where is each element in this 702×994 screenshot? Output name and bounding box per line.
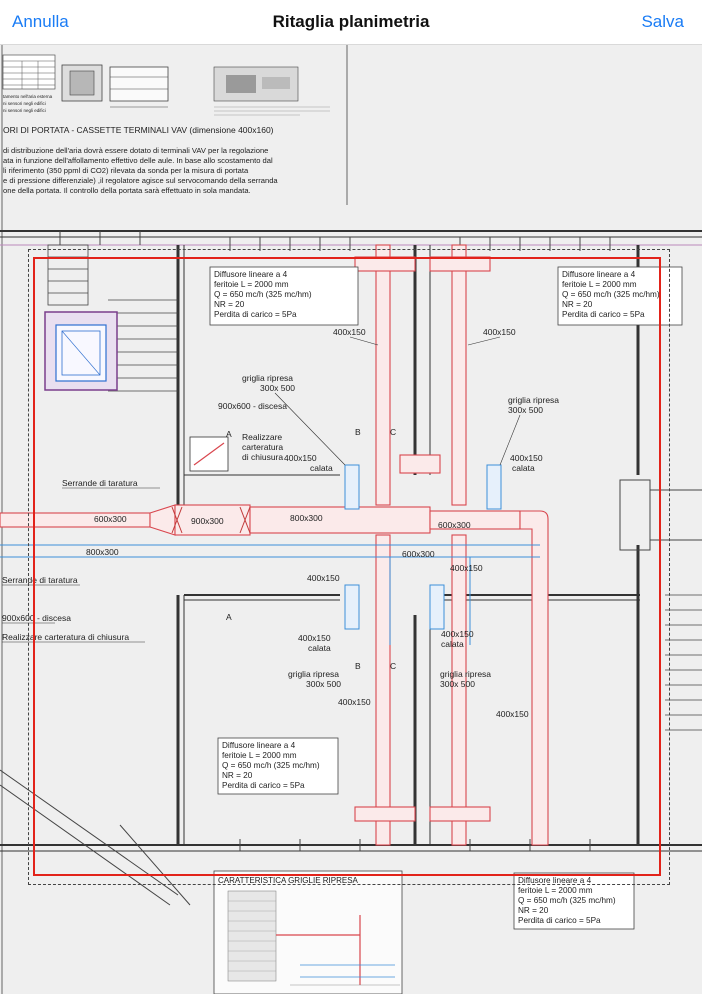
svg-text:400x150: 400x150	[483, 327, 516, 337]
svg-text:Q = 650 mc/h (325 mc/hm): Q = 650 mc/h (325 mc/hm)	[518, 896, 616, 905]
return-ducts	[0, 464, 540, 645]
svg-text:NR = 20: NR = 20	[518, 906, 549, 915]
navigation-bar: Annulla Ritaglia planimetria Salva	[0, 0, 702, 45]
svg-text:400x150: 400x150	[338, 697, 371, 707]
svg-text:Diffusore lineare a 4: Diffusore lineare a 4	[518, 876, 592, 885]
diffuser-note-box-4: Diffusore lineare a 4 feritoie L = 2000 …	[513, 872, 635, 930]
page-title: Ritaglia planimetria	[272, 12, 430, 31]
svg-text:Perdita di carico = 5Pa: Perdita di carico = 5Pa	[518, 916, 601, 925]
svg-text:feritoie L = 2000 mm: feritoie L = 2000 mm	[518, 886, 593, 895]
svg-text:carteratura: carteratura	[242, 442, 283, 452]
svg-text:Realizzare carteratura di chiu: Realizzare carteratura di chiusura	[2, 632, 129, 642]
svg-text:Q = 650 mc/h (325 mc/hm): Q = 650 mc/h (325 mc/hm)	[214, 290, 312, 299]
svg-text:feritoie L = 2000 mm: feritoie L = 2000 mm	[214, 280, 289, 289]
header-section-title: ORI DI PORTATA - CASSETTE TERMINALI VAV …	[3, 125, 274, 135]
floor-plan-drawing: tamento nell'aria esterna ni sensori neg…	[0, 45, 702, 994]
svg-text:400x150: 400x150	[333, 327, 366, 337]
svg-text:NR = 20: NR = 20	[214, 300, 245, 309]
svg-text:300x 500: 300x 500	[508, 405, 543, 415]
leader-lines	[2, 336, 521, 643]
header-line-1: di distribuzione dell'aria dovrà essere …	[3, 146, 268, 155]
svg-text:400x150: 400x150	[298, 633, 331, 643]
header-line-3: li riferimento (350 ppml di CO2) rilevat…	[3, 166, 249, 175]
header-small-note-3: ni sensori negli edifici	[3, 108, 46, 113]
building-walls	[0, 230, 702, 852]
header-small-note-1: tamento nell'aria esterna	[3, 94, 53, 99]
svg-text:A: A	[226, 429, 232, 439]
elevator-shaft	[44, 311, 118, 391]
vav-box-figure	[61, 64, 330, 116]
right-door	[619, 479, 702, 551]
svg-text:A: A	[226, 612, 232, 622]
duct-labels: 400x150 400x150 400x150 calata 400x150 c…	[2, 327, 559, 719]
svg-text:feritoie L = 2000 mm: feritoie L = 2000 mm	[562, 280, 637, 289]
svg-text:300x 500: 300x 500	[440, 679, 475, 689]
svg-text:600x300: 600x300	[94, 514, 127, 524]
svg-text:400x150: 400x150	[496, 709, 529, 719]
svg-text:NR = 20: NR = 20	[222, 771, 253, 780]
svg-text:900x300: 900x300	[191, 516, 224, 526]
dampers	[171, 506, 251, 534]
grilles-characteristic-box: CARATTERISTICA GRIGLIE RIPRESA	[213, 870, 403, 994]
svg-text:900x600 - discesa: 900x600 - discesa	[218, 401, 287, 411]
svg-text:300x 500: 300x 500	[260, 383, 295, 393]
header-line-2: ata in funzione dell'affollamento effett…	[3, 156, 273, 165]
svg-text:Perdita di carico = 5Pa: Perdita di carico = 5Pa	[562, 310, 645, 319]
diffuser-note-box-2: Diffusore lineare a 4 feritoie L = 2000 …	[557, 266, 683, 326]
floor-plan-canvas[interactable]: tamento nell'aria esterna ni sensori neg…	[0, 45, 702, 994]
svg-text:feritoie L = 2000 mm: feritoie L = 2000 mm	[222, 751, 297, 760]
svg-text:Serrande di taratura: Serrande di taratura	[2, 575, 78, 585]
supply-ducts	[0, 244, 549, 846]
header-small-note-2: ni sensori negli edifici	[3, 101, 46, 106]
svg-text:900x600 - discesa: 900x600 - discesa	[2, 613, 71, 623]
diffuser-note-box-1: Diffusore lineare a 4 feritoie L = 2000 …	[209, 266, 359, 326]
svg-text:600x300: 600x300	[438, 520, 471, 530]
svg-text:600x300: 600x300	[402, 549, 435, 559]
svg-text:400x150: 400x150	[510, 453, 543, 463]
svg-text:400x150: 400x150	[284, 453, 317, 463]
svg-text:Q = 650 mc/h (325 mc/hm): Q = 650 mc/h (325 mc/hm)	[222, 761, 320, 770]
cancel-button[interactable]: Annulla	[12, 12, 69, 31]
svg-text:300x 500: 300x 500	[306, 679, 341, 689]
svg-text:griglia ripresa: griglia ripresa	[288, 669, 339, 679]
window-marks	[59, 231, 611, 851]
svg-text:griglia ripresa: griglia ripresa	[242, 373, 293, 383]
staircase	[47, 244, 702, 731]
diffuser-note-box-3: Diffusore lineare a 4 feritoie L = 2000 …	[217, 737, 339, 795]
svg-text:800x300: 800x300	[86, 547, 119, 557]
svg-text:Realizzare: Realizzare	[242, 432, 282, 442]
svg-text:C: C	[390, 661, 396, 671]
header-line-5: one della portata. Il controllo della po…	[3, 186, 251, 195]
svg-text:griglia ripresa: griglia ripresa	[508, 395, 559, 405]
svg-text:calata: calata	[308, 643, 331, 653]
svg-text:CARATTERISTICA GRIGLIE RIPRESA: CARATTERISTICA GRIGLIE RIPRESA	[218, 876, 359, 885]
svg-text:griglia ripresa: griglia ripresa	[440, 669, 491, 679]
svg-text:B: B	[355, 427, 361, 437]
svg-text:Perdita di carico = 5Pa: Perdita di carico = 5Pa	[222, 781, 305, 790]
svg-text:C: C	[390, 427, 396, 437]
svg-text:calata: calata	[441, 639, 464, 649]
header-line-4: e di pressione differenziale) ,il regola…	[3, 176, 278, 185]
svg-text:Perdita di carico = 5Pa: Perdita di carico = 5Pa	[214, 310, 297, 319]
save-button[interactable]: Salva	[641, 12, 684, 31]
svg-text:NR = 20: NR = 20	[562, 300, 593, 309]
svg-text:di chiusura: di chiusura	[242, 452, 283, 462]
svg-text:400x150: 400x150	[307, 573, 340, 583]
crop-rectangle[interactable]	[33, 257, 661, 876]
svg-text:calata: calata	[512, 463, 535, 473]
svg-text:800x300: 800x300	[290, 513, 323, 523]
svg-text:calata: calata	[310, 463, 333, 473]
svg-text:400x150: 400x150	[441, 629, 474, 639]
svg-text:Diffusore lineare a 4: Diffusore lineare a 4	[222, 741, 296, 750]
svg-text:Diffusore lineare a 4: Diffusore lineare a 4	[562, 270, 636, 279]
header-table	[2, 54, 56, 90]
svg-text:Diffusore lineare a 4: Diffusore lineare a 4	[214, 270, 288, 279]
svg-text:Q = 650 mc/h (325 mc/hm): Q = 650 mc/h (325 mc/hm)	[562, 290, 660, 299]
svg-text:B: B	[355, 661, 361, 671]
svg-text:Serrande di taratura: Serrande di taratura	[62, 478, 138, 488]
svg-text:400x150: 400x150	[450, 563, 483, 573]
